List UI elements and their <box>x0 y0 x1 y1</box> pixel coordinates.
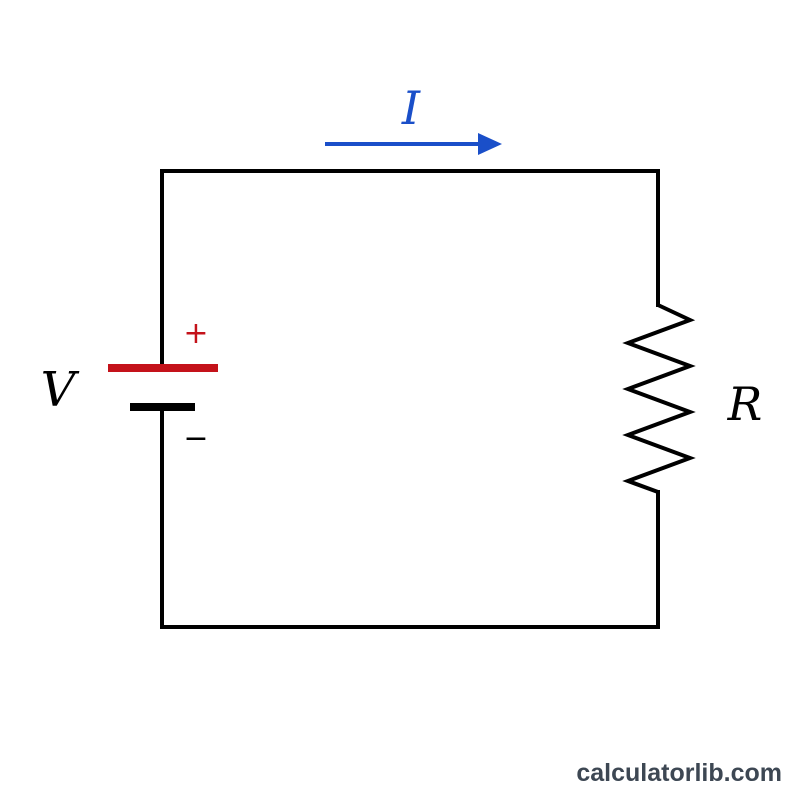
plus-sign-label: + <box>183 316 208 351</box>
resistance-label: R <box>727 377 763 431</box>
minus-sign-label: − <box>183 421 208 456</box>
watermark-text: calculatorlib.com <box>576 759 782 787</box>
voltage-label: V <box>41 362 80 418</box>
resistor-zigzag <box>622 303 696 494</box>
current-arrow-head <box>478 133 502 155</box>
circuit-wires <box>160 169 660 629</box>
current-label: I <box>401 81 421 135</box>
wire-top-right <box>160 169 660 370</box>
wire-bottom <box>160 405 660 629</box>
